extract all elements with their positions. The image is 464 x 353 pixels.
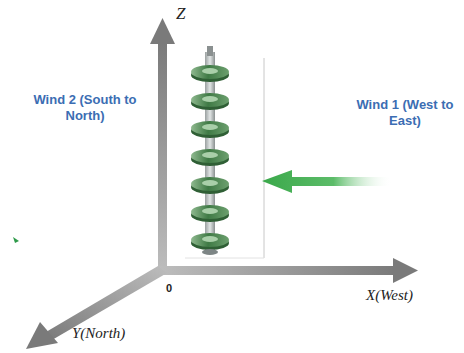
axis-label: Z bbox=[176, 4, 185, 24]
y-arrowhead bbox=[26, 322, 58, 349]
wind-label: Wind 2 (South to North) bbox=[22, 92, 148, 125]
z-axis bbox=[158, 42, 167, 272]
z-arrowhead bbox=[150, 18, 175, 44]
axis-label: X(West) bbox=[366, 287, 413, 304]
panel-edge bbox=[264, 58, 265, 258]
x-axis bbox=[160, 266, 395, 275]
wind-label: Wind 1 (West to East) bbox=[352, 97, 458, 130]
origin-label: 0 bbox=[166, 282, 172, 294]
axis-label: Y(North) bbox=[72, 325, 125, 342]
mark bbox=[13, 237, 19, 243]
panel-edge bbox=[185, 258, 264, 259]
wind-arrow bbox=[262, 170, 392, 193]
x-arrowhead bbox=[393, 258, 418, 283]
insulator-string bbox=[191, 46, 229, 255]
